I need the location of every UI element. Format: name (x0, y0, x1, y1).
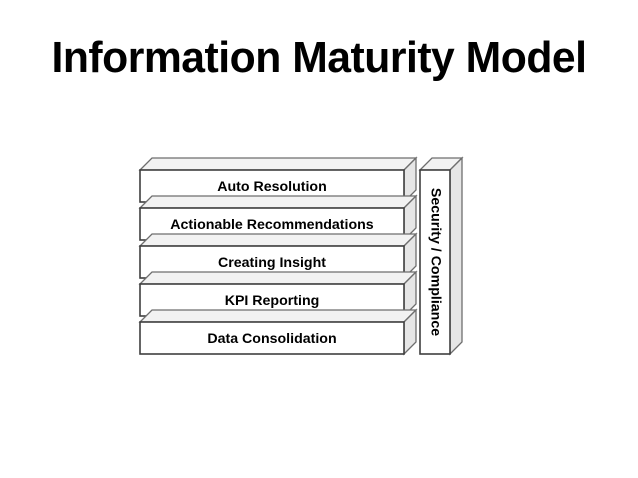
layer-front-face (139, 321, 405, 355)
pillar-label: Security / Compliance (427, 188, 443, 336)
layer-block-data-consolidation[interactable]: Data Consolidation (138, 308, 418, 356)
layer-top-face (138, 309, 418, 323)
layer-label: Auto Resolution (217, 179, 327, 195)
layer-top-face (138, 195, 418, 209)
page-title: Information Maturity Model (51, 33, 587, 82)
layer-label: Data Consolidation (207, 331, 336, 347)
layer-top-face (138, 271, 418, 285)
pillar-front-face (419, 169, 451, 355)
layer-top-face (138, 157, 418, 171)
information-maturity-diagram: Auto Resolution Actionable Recommendatio… (128, 148, 476, 380)
layer-label: KPI Reporting (225, 293, 320, 309)
pillar-side-face (449, 156, 463, 356)
layer-top-face (138, 233, 418, 247)
layer-label: Actionable Recommendations (170, 217, 374, 233)
maturity-model-svg: Auto Resolution Actionable Recommendatio… (138, 156, 464, 356)
layer-label: Creating Insight (218, 255, 326, 271)
pillar-block-security-compliance[interactable]: Security / Compliance (418, 156, 464, 356)
